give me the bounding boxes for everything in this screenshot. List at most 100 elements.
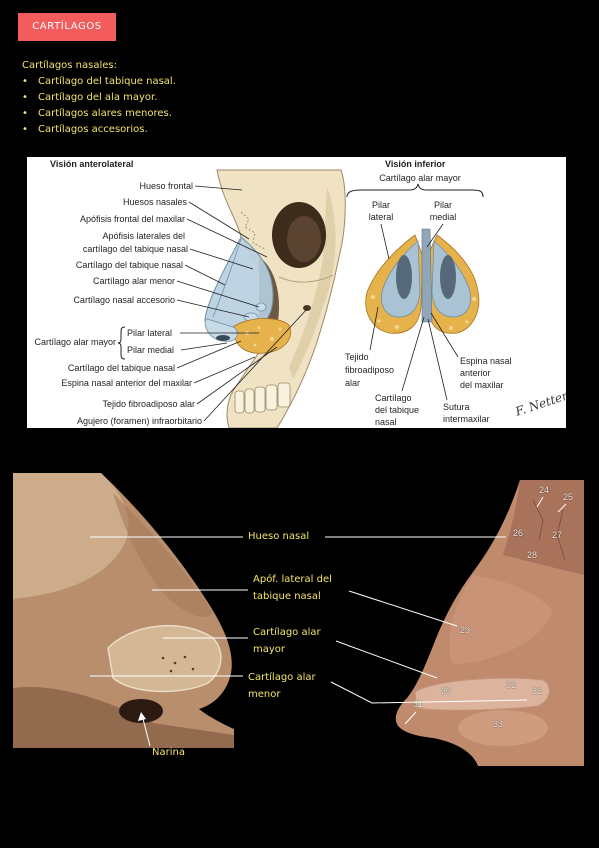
- label-inf-pilar-medial: Pilar: [434, 200, 452, 210]
- notes-heading: Cartílagos nasales:: [22, 60, 117, 71]
- label-tejido-fibroadiposo: Tejido fibroadiposo alar: [102, 399, 195, 409]
- speckle: [472, 297, 476, 301]
- zygomatic-line: [278, 274, 334, 283]
- structure-number: 26: [513, 528, 524, 538]
- tooth: [277, 382, 291, 408]
- nose-highlight: [13, 473, 129, 599]
- label-agujero-infraorbitario: Agujero (foramen) infraorbitario: [77, 416, 202, 426]
- structure-number: 30: [441, 686, 452, 696]
- label-alar-menor-2: menor: [248, 689, 281, 700]
- leader-line: [430, 312, 459, 358]
- bullet-icon: •: [22, 124, 28, 135]
- label-huesos-nasales: Huesos nasales: [123, 197, 188, 207]
- label-inferior-alar-mayor: Cartílago alar mayor: [379, 173, 461, 183]
- speckle: [377, 319, 381, 323]
- leader-line: [176, 340, 242, 369]
- orbit-depth: [287, 216, 321, 262]
- photo-nose-lateral: [13, 473, 234, 748]
- speckle: [257, 326, 261, 330]
- bullet-icon: •: [22, 76, 28, 87]
- bone-shading: [289, 187, 336, 379]
- label-inf-espina-2: anterior: [460, 368, 491, 378]
- speckle: [253, 343, 257, 347]
- leader-line: [203, 308, 308, 422]
- alar-cartilage-region: [107, 624, 222, 693]
- label-inf-pilar-lateral-2: lateral: [369, 212, 394, 222]
- notes-item-text: Cartílagos accesorios.: [38, 124, 148, 135]
- label-inf-tejido: Tejido: [345, 352, 369, 362]
- leader-line: [188, 201, 250, 240]
- fat-speckles: [371, 295, 476, 330]
- tissue-dot: [183, 655, 187, 659]
- nasal-passage-right: [440, 255, 456, 299]
- leader-line: [176, 280, 260, 308]
- anatomy-illustration: Visión anterolateral Hueso frontal Hueso…: [27, 157, 566, 428]
- structure-number: 31: [413, 699, 424, 709]
- label-alar-mayor-2: mayor: [253, 644, 286, 655]
- nasal-passage-left: [396, 255, 412, 299]
- structure-number: 25: [563, 492, 574, 502]
- label-inf-sutura-2: intermaxilar: [443, 414, 490, 424]
- label-inf-tabique-2: del tabique: [375, 405, 419, 415]
- structure-number: 24: [539, 485, 550, 495]
- bullet-icon: •: [22, 92, 28, 103]
- nose-inferior: [365, 228, 480, 334]
- leader-line: [189, 248, 254, 270]
- minor-alar-cartilage: [255, 302, 267, 312]
- label-apofisis-frontal: Apófisis frontal del maxilar: [80, 214, 185, 224]
- title-anterolateral: Visión anterolateral: [50, 159, 133, 169]
- septum: [421, 228, 433, 323]
- section-tag: CARTÍLAGOS: [18, 13, 116, 41]
- label-nasal-accesorio: Cartílago nasal accesorio: [73, 295, 175, 305]
- label-pilar-medial: Pilar medial: [127, 345, 174, 355]
- leader-line: [427, 318, 448, 401]
- title-inferior: Visión inferior: [385, 159, 446, 169]
- label-inf-pilar-lateral: Pilar: [372, 200, 390, 210]
- label-apofisis-laterales: Apófisis laterales del: [102, 231, 185, 241]
- tooth: [265, 384, 278, 411]
- nostril-opening: [119, 699, 163, 723]
- label-inf-espina: Espina nasal: [460, 356, 512, 366]
- leader-line: [426, 223, 444, 248]
- label-inf-espina-3: del maxilar: [460, 380, 504, 390]
- label-tabique-nasal-2: Cartílago del tabique nasal: [68, 363, 175, 373]
- illustration-canvas: Visión anterolateral Hueso frontal Hueso…: [34, 159, 566, 428]
- nostril: [216, 335, 230, 341]
- speckle: [270, 337, 274, 341]
- label-alar-mayor: Cartílago alar mayor: [34, 337, 116, 347]
- infraorbital-foramen: [303, 305, 311, 311]
- photo-nose-sagittal-canvas: [395, 480, 584, 766]
- photo-nose-lateral-canvas: [13, 473, 234, 748]
- horizontal-brace-icon: [346, 183, 484, 198]
- label-alar-menor: Cartílago alar: [248, 672, 316, 683]
- leader-line: [369, 306, 379, 351]
- tooth: [234, 390, 245, 414]
- artist-signature: F. Netter: [513, 388, 566, 419]
- leader-line: [380, 223, 390, 260]
- tooth: [254, 386, 266, 413]
- speckle: [395, 325, 399, 329]
- leader-lines-inferior: [369, 223, 459, 401]
- leader-line: [180, 342, 228, 351]
- lower-tissue-region: [458, 710, 548, 746]
- tissue-dot: [161, 656, 165, 660]
- label-inf-tejido-3: alar: [345, 378, 360, 388]
- label-inf-sutura: Sutura: [443, 402, 470, 412]
- label-alar-menor: Cartílago alar menor: [93, 276, 175, 286]
- leader-line: [176, 299, 250, 318]
- notes-item-text: Cartílago del tabique nasal.: [38, 76, 176, 87]
- label-tabique-nasal: Cartílago del tabique nasal: [76, 260, 183, 270]
- skull-anterolateral: [204, 169, 346, 428]
- structure-number: 32: [532, 686, 543, 696]
- label-inf-pilar-medial-2: medial: [430, 212, 457, 222]
- leader-lines-anterolateral: [176, 185, 308, 422]
- label-narina: Narina: [152, 747, 185, 758]
- structure-number: 27: [552, 530, 563, 540]
- nose-dorsum-shade: [113, 493, 213, 617]
- fissure-line: [532, 499, 544, 541]
- notes-item-text: Cartílagos alares menores.: [38, 108, 172, 119]
- suture-line: [240, 211, 266, 250]
- tooth: [244, 388, 255, 414]
- leader-line: [184, 264, 226, 286]
